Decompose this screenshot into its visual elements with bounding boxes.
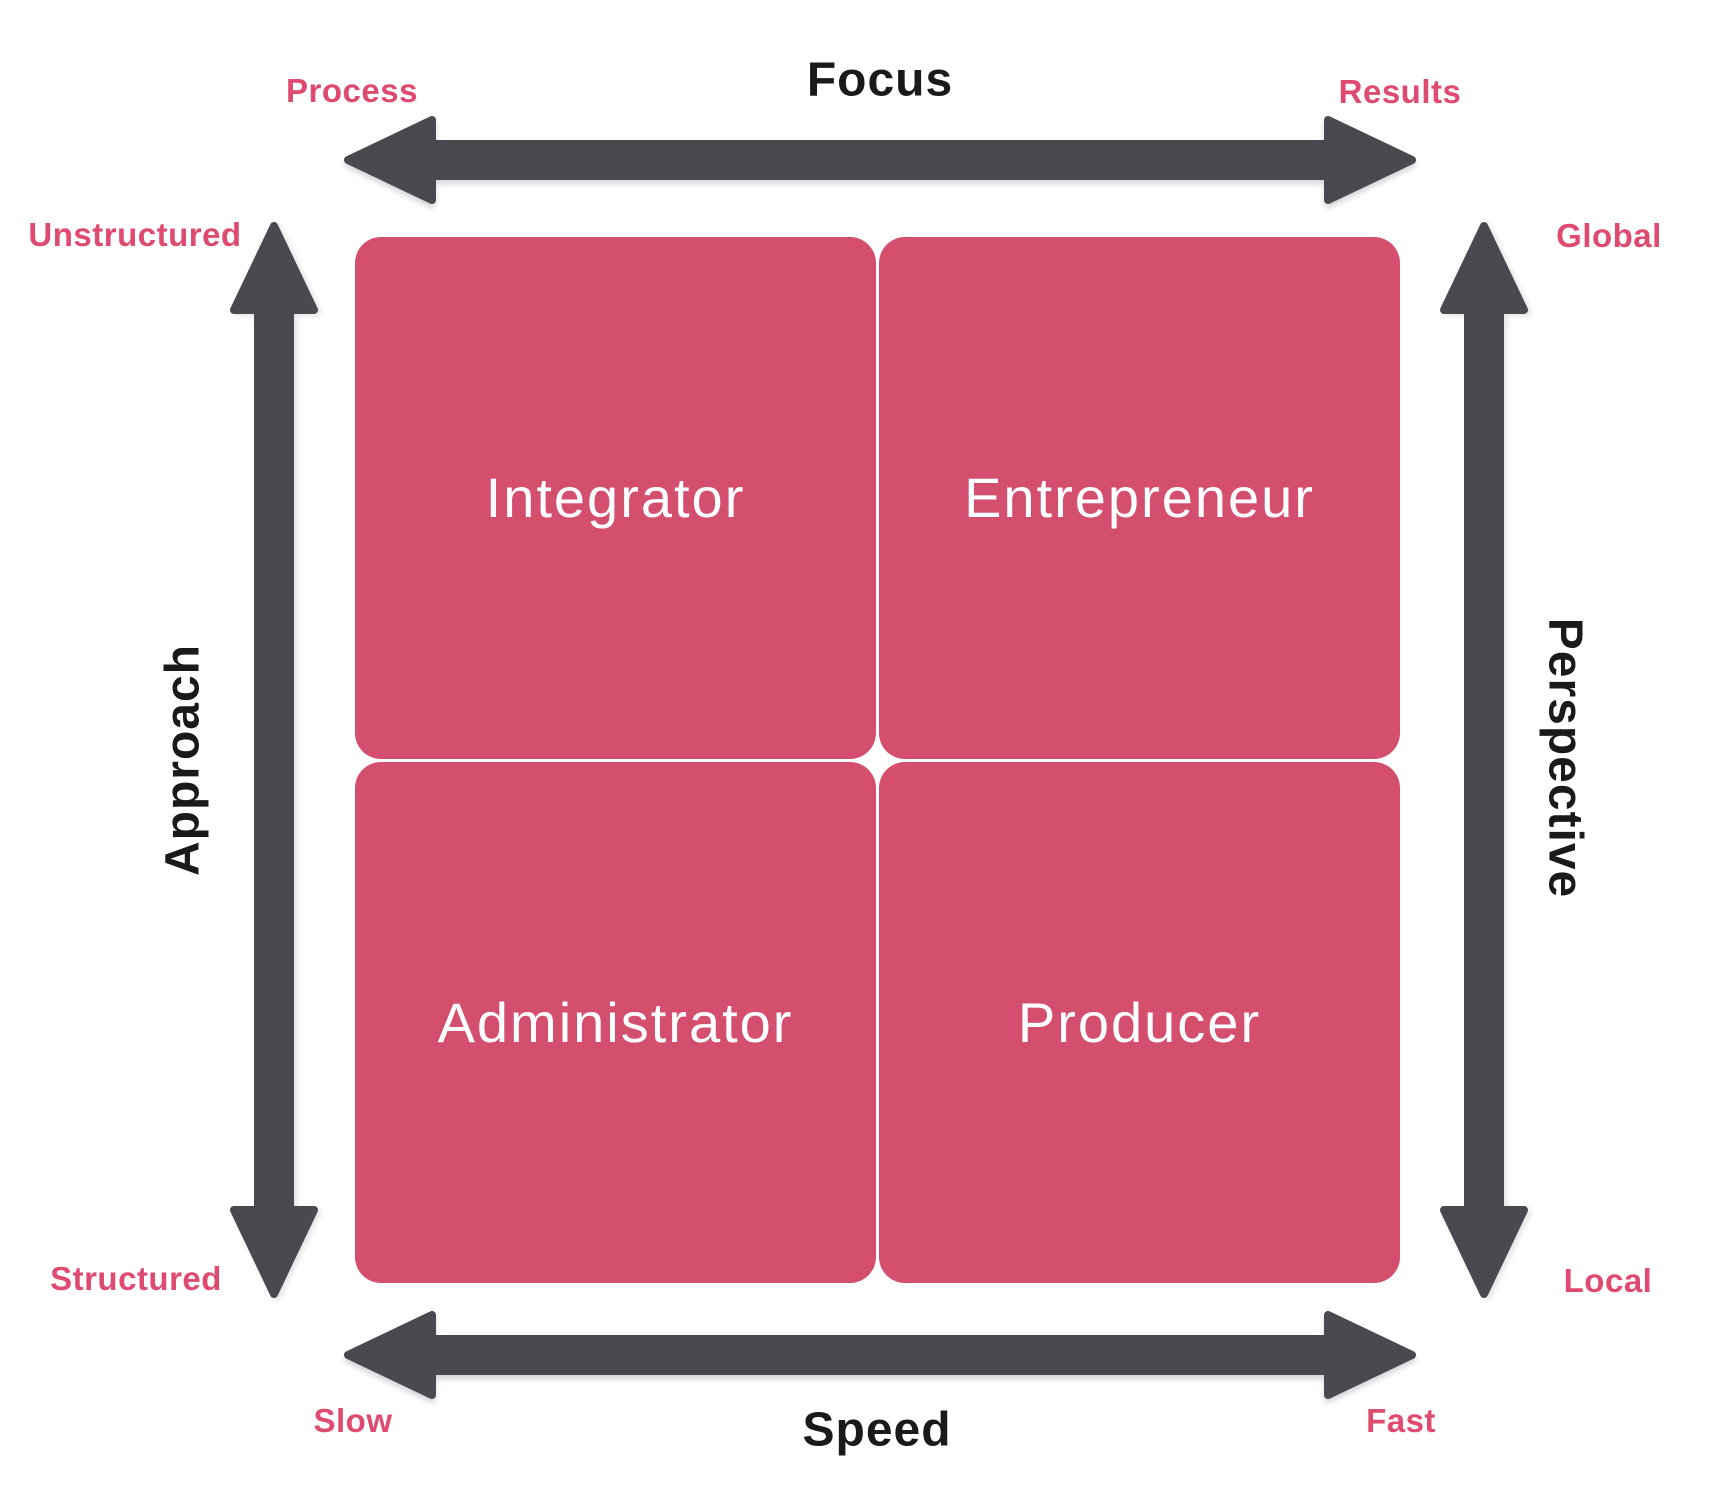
speed-axis-arrow [344,1311,1416,1399]
perspective-axis-arrow [1440,222,1528,1298]
local-label: Local [1563,1262,1653,1299]
quadrant-entrepreneur: Entrepreneur [879,237,1400,759]
quadrant-producer: Producer [879,761,1400,1283]
quadrant-integrator: Integrator [355,237,876,759]
speed-axis-title: Speed [802,1403,952,1457]
quadrant-label: Entrepreneur [964,466,1315,530]
results-label: Results [1338,73,1462,110]
slow-label: Slow [313,1402,393,1439]
unstructured-label: Unstructured [28,216,242,253]
quadrant-label: Producer [1017,990,1262,1054]
double-arrow-horizontal-icon [344,116,1416,204]
quadrant-administrator: Administrator [355,761,876,1283]
quadrant-label: Administrator [437,990,794,1054]
fast-label: Fast [1366,1402,1436,1439]
double-arrow-vertical-icon [230,222,318,1298]
quadrant-matrix: Integrator Entrepreneur Administrator Pr… [355,237,1400,1283]
quadrant-label: Integrator [485,466,746,530]
focus-axis-arrow [344,116,1416,204]
perspective-axis-title: Perspective [1538,617,1592,899]
double-arrow-vertical-icon [1440,222,1528,1298]
structured-label: Structured [50,1260,222,1297]
global-label: Global [1556,217,1662,254]
focus-axis-title: Focus [806,53,954,107]
process-label: Process [286,72,418,109]
double-arrow-horizontal-icon [344,1311,1416,1399]
approach-axis-arrow [230,222,318,1298]
approach-axis-title: Approach [156,643,210,877]
